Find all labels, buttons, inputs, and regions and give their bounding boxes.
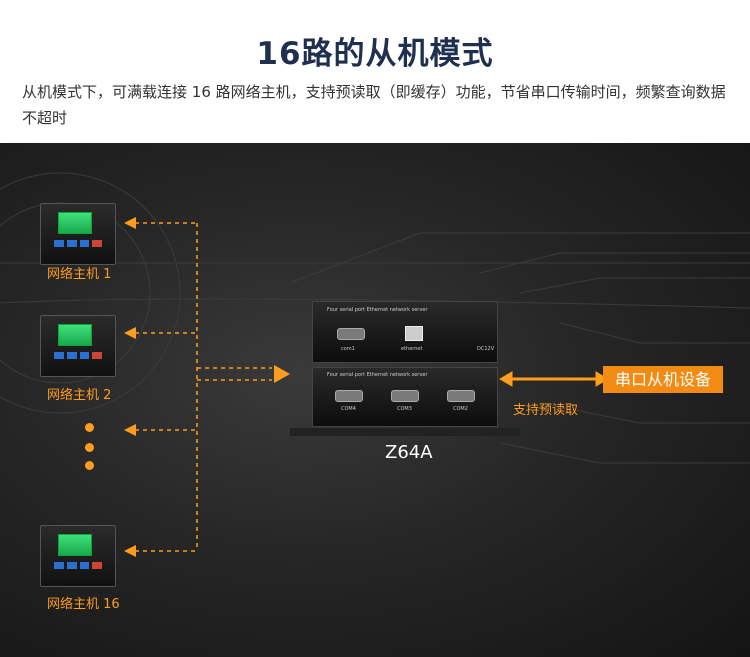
header: 16路的从机模式 从机模式下，可满载连接 16 路网络主机，支持预读取（即缓存）…: [0, 0, 750, 143]
device-model: Z64A: [385, 442, 433, 463]
host-label: 网络主机 16: [47, 593, 120, 612]
com4-port-icon: [335, 390, 363, 402]
ethernet-port-icon: [405, 326, 423, 341]
device-top-panel: Four serial port Ethernet network server…: [312, 301, 498, 363]
slave-device-label: 串口从机设备: [603, 366, 723, 393]
host-label: 网络主机 1: [47, 263, 111, 282]
z64a-device: Four serial port Ethernet network server…: [290, 301, 520, 436]
diagram-stage: 网络主机 1 网络主机 2 网络主机 16 Four serial port E…: [0, 143, 750, 657]
ellipsis-dot: [85, 423, 94, 432]
com3-port-icon: [391, 390, 419, 402]
network-host-2: [40, 315, 116, 377]
ellipsis-dot: [85, 461, 94, 470]
page-title: 16路的从机模式: [0, 28, 750, 73]
support-label: 支持预读取: [513, 399, 578, 418]
host-label: 网络主机 2: [47, 384, 111, 403]
network-host-1: [40, 203, 116, 265]
network-host-16: [40, 525, 116, 587]
page-description: 从机模式下，可满载连接 16 路网络主机，支持预读取（即缓存）功能，节省串口传输…: [22, 79, 732, 131]
ellipsis-dot: [85, 443, 94, 452]
device-bottom-panel: Four serial port Ethernet network server…: [312, 367, 498, 427]
com2-port-icon: [447, 390, 475, 402]
com1-port-icon: [337, 328, 365, 340]
device-mount: [290, 428, 520, 436]
